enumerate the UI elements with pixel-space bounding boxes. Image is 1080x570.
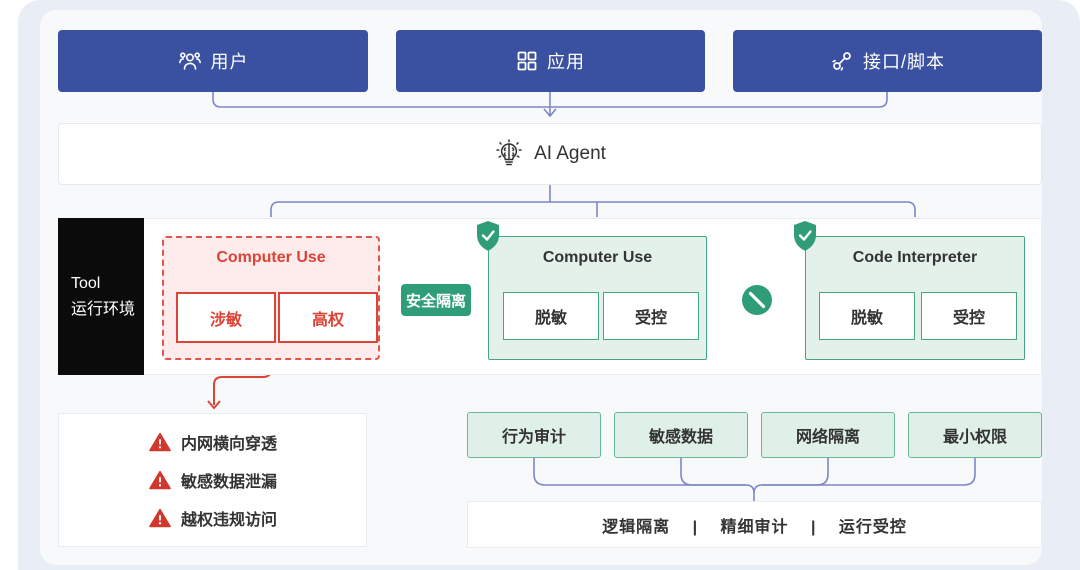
risk-tag-high-privilege: 高权	[278, 292, 378, 343]
source-label: 应用	[547, 52, 585, 72]
apps-grid-icon	[517, 51, 537, 71]
tag-controlled: 受控	[603, 292, 699, 340]
warning-triangle-icon	[149, 432, 171, 452]
control-pill-sensitive-data: 敏感数据	[614, 412, 748, 458]
safe-box-title: Computer Use	[542, 249, 653, 266]
source-box-apps: 应用	[396, 30, 705, 92]
code-interpreter-title: Code Interpreter	[852, 249, 978, 266]
unsafe-computer-use-box: Computer Use 涉敏 高权	[162, 236, 380, 360]
control-pill-network-isolation: 网络隔离	[761, 412, 895, 458]
source-box-api-script: 接口/脚本	[733, 30, 1042, 92]
control-pill-behavior-audit: 行为审计	[467, 412, 601, 458]
risk-item: 敏感数据泄漏	[149, 468, 366, 492]
risk-text: 敏感数据泄漏	[181, 474, 278, 491]
risk-item: 内网横向穿透	[149, 430, 366, 454]
risk-item: 越权违规访问	[149, 506, 366, 530]
risk-tag-sensitive: 涉敏	[176, 292, 276, 343]
shield-check-icon	[477, 221, 499, 251]
risk-text: 越权违规访问	[181, 512, 278, 529]
security-isolation-badge: 安全隔离	[401, 284, 471, 316]
risk-text: 内网横向穿透	[181, 436, 278, 453]
control-pill-least-privilege: 最小权限	[908, 412, 1042, 458]
safe-computer-use-box: Computer Use 脱敏 受控	[488, 236, 707, 360]
tool-label-line2: 运行环境	[71, 300, 136, 318]
tag-controlled: 受控	[921, 292, 1017, 340]
tag-desensitized: 脱敏	[819, 292, 915, 340]
users-icon	[178, 52, 201, 70]
brain-bulb-icon	[496, 139, 522, 166]
code-interpreter-box: Code Interpreter 脱敏 受控	[805, 236, 1025, 360]
tag-desensitized: 脱敏	[503, 292, 599, 340]
source-box-users: 用户	[58, 30, 368, 92]
warning-triangle-icon	[149, 508, 171, 528]
ai-agent-label: AI Agent	[534, 143, 606, 164]
unsafe-box-title: Computer Use	[216, 249, 326, 266]
source-label: 接口/脚本	[862, 52, 945, 72]
shield-check-icon	[794, 221, 816, 251]
warning-triangle-icon	[149, 470, 171, 490]
tool-runtime-label-box: Tool 运行环境	[58, 218, 144, 375]
source-label: 用户	[210, 52, 249, 72]
plug-link-icon	[832, 52, 851, 71]
risk-list-box: 内网横向穿透 敏感数据泄漏 越权违规访问	[58, 413, 367, 547]
summary-box: 逻辑隔离 | 精细审计 | 运行受控	[467, 501, 1042, 548]
tool-label-line1: Tool	[71, 274, 101, 292]
ai-agent-bar: AI Agent	[58, 123, 1042, 185]
network-cut-icon	[742, 285, 772, 315]
